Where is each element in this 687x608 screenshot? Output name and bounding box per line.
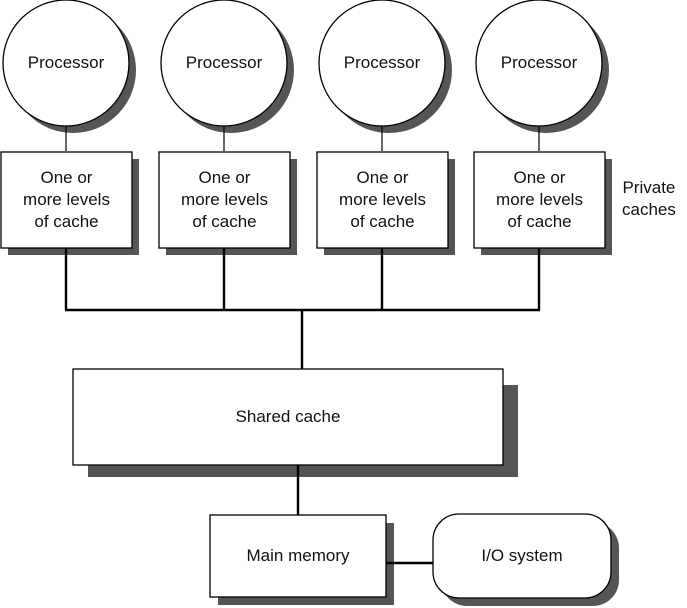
shared-cache-label: Shared cache (235, 407, 341, 426)
main-memory-label: Main memory (246, 546, 350, 565)
processor-4-label: Processor (500, 53, 578, 72)
private-cache-4-shape (473, 151, 612, 255)
private-cache-2-shape (158, 151, 297, 255)
private-caches-label: Private caches (622, 178, 676, 219)
io-system-label: I/O system (481, 546, 563, 565)
main-memory-shape (209, 514, 394, 605)
processor-4-shape (475, 0, 609, 133)
processor-2-label: Processor (185, 53, 263, 72)
private-cache-3-shape (316, 151, 455, 255)
private-cache-3-label: One or more levels of cache (339, 168, 426, 231)
processor-1-label: Processor (27, 53, 105, 72)
private-cache-1-label: One or more levels of cache (23, 168, 110, 231)
private-cache-4-label: One or more levels of cache (496, 168, 583, 231)
shared-cache-shape (72, 368, 518, 477)
cache-bus (64, 248, 541, 369)
processor-3-shape (318, 0, 452, 133)
processor-1-shape (2, 0, 136, 133)
processor-2-shape (160, 0, 294, 133)
private-cache-2-label: One or more levels of cache (181, 168, 268, 231)
private-cache-1-shape (0, 151, 139, 255)
processor-3-label: Processor (343, 53, 421, 72)
io-system-shape (432, 513, 619, 606)
